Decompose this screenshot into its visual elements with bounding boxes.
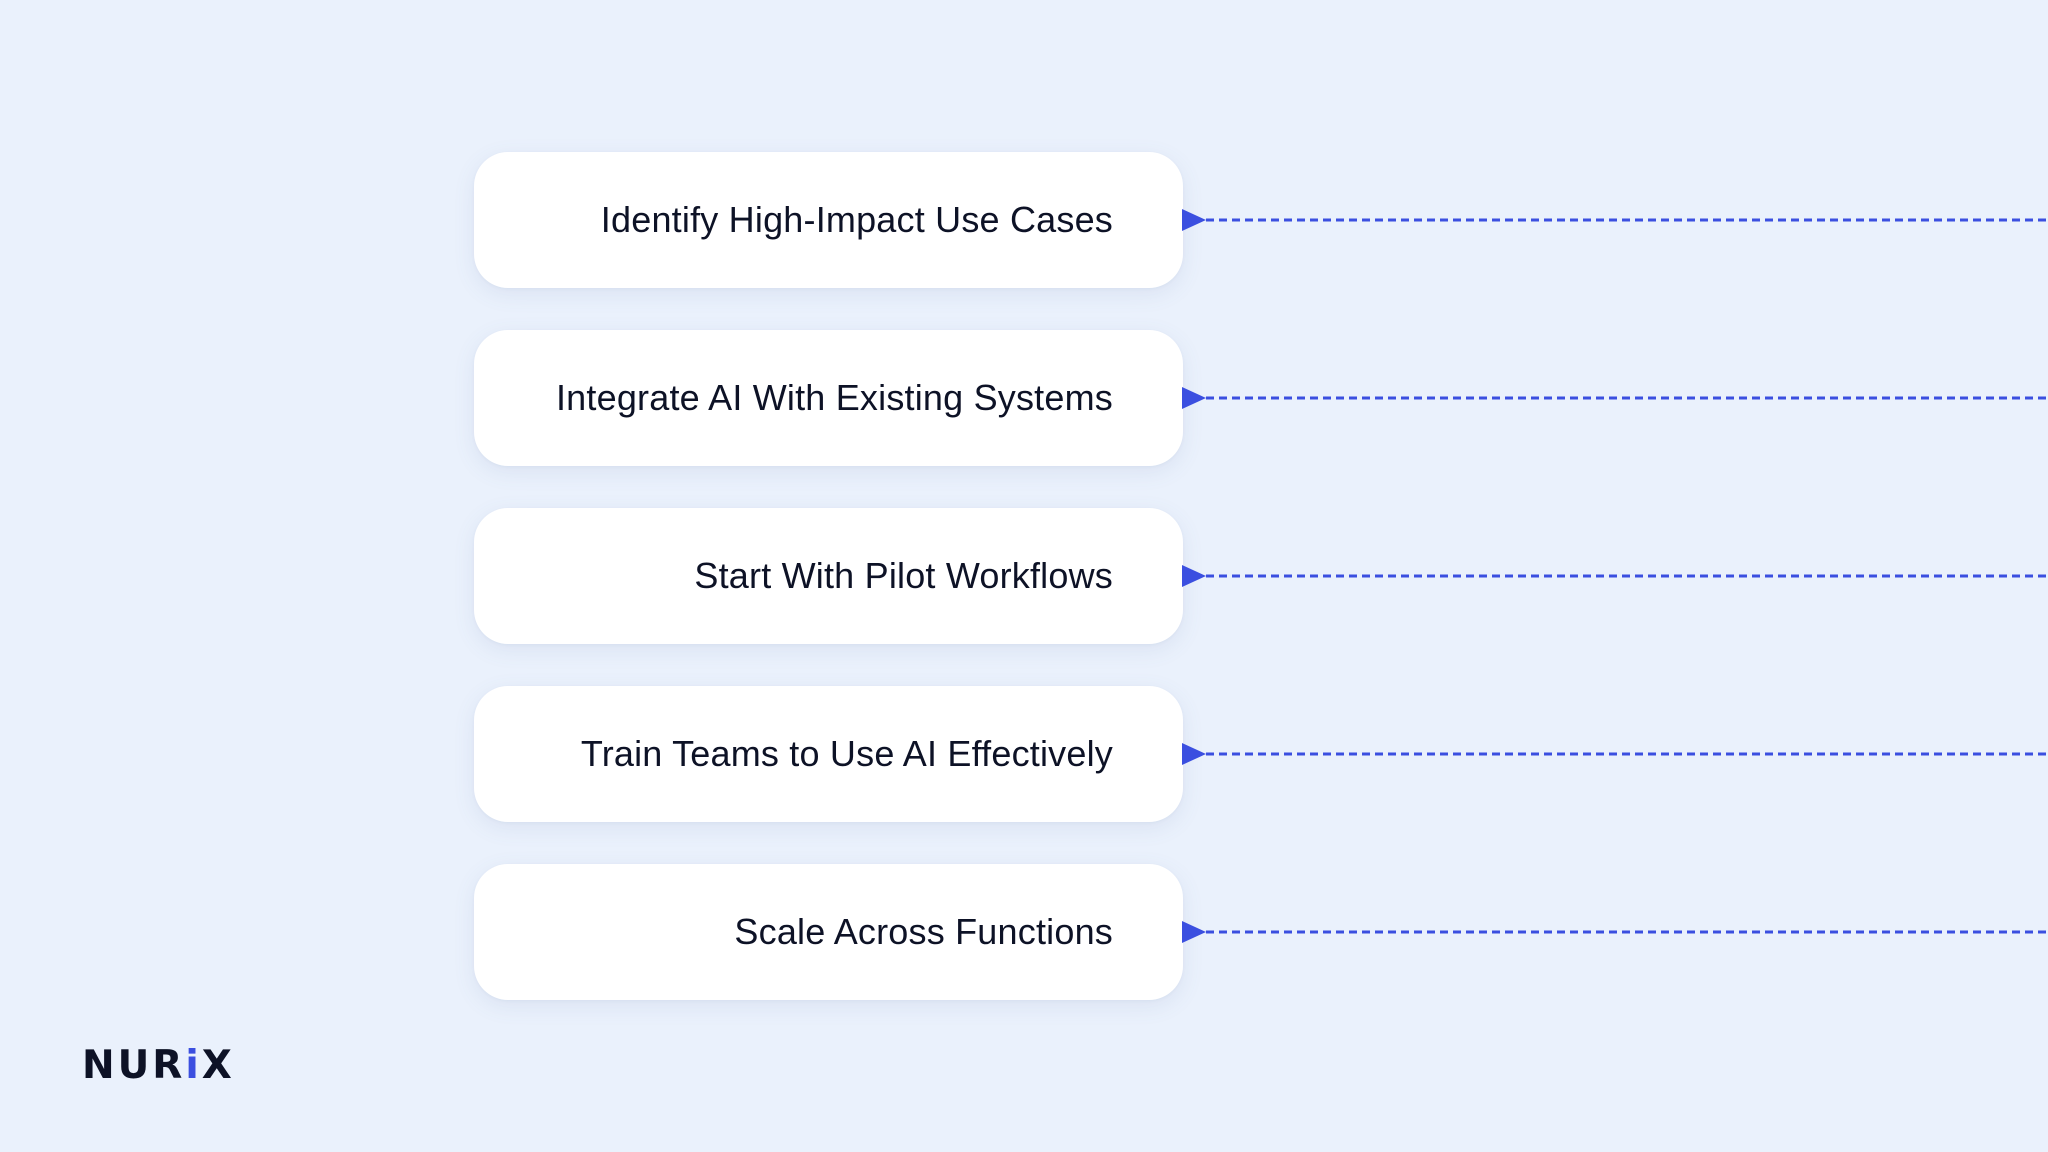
step-label: Scale Across Functions bbox=[734, 911, 1113, 952]
step-card-scale-across-functions: Scale Across Functions bbox=[474, 864, 1183, 1000]
step-label: Identify High-Impact Use Cases bbox=[600, 199, 1113, 240]
arrow-right-triangle-icon bbox=[1182, 921, 1206, 943]
step-card-integrate-ai: Integrate AI With Existing Systems bbox=[474, 330, 1183, 466]
step-row-1: Identify High-Impact Use Cases bbox=[474, 152, 2048, 288]
arrow-right-triangle-icon bbox=[1182, 387, 1206, 409]
step-label: Integrate AI With Existing Systems bbox=[555, 377, 1113, 418]
nurix-logo: NURiX bbox=[82, 1046, 235, 1085]
dashed-connector bbox=[1182, 387, 2048, 409]
step-row-2: Integrate AI With Existing Systems bbox=[474, 330, 2048, 466]
step-row-4: Train Teams to Use AI Effectively bbox=[474, 686, 2048, 822]
arrow-right-triangle-icon bbox=[1182, 565, 1206, 587]
arrow-right-triangle-icon bbox=[1182, 209, 1206, 231]
step-card-train-teams: Train Teams to Use AI Effectively bbox=[474, 686, 1183, 822]
dashed-connector bbox=[1182, 743, 2048, 765]
dashed-connector bbox=[1182, 921, 2048, 943]
dashed-connector bbox=[1182, 565, 2048, 587]
step-label: Train Teams to Use AI Effectively bbox=[580, 733, 1113, 774]
step-label: Start With Pilot Workflows bbox=[694, 555, 1113, 596]
step-card-pilot-workflows: Start With Pilot Workflows bbox=[474, 508, 1183, 644]
logo-text-end: X bbox=[201, 1043, 235, 1088]
step-row-3: Start With Pilot Workflows bbox=[474, 508, 2048, 644]
dashed-connector bbox=[1182, 209, 2048, 231]
arrow-right-triangle-icon bbox=[1182, 743, 1206, 765]
logo-text-main: NUR bbox=[82, 1043, 186, 1088]
step-row-5: Scale Across Functions bbox=[474, 864, 2048, 1000]
logo-text-accent: i bbox=[185, 1043, 202, 1088]
step-card-identify-use-cases: Identify High-Impact Use Cases bbox=[474, 152, 1183, 288]
